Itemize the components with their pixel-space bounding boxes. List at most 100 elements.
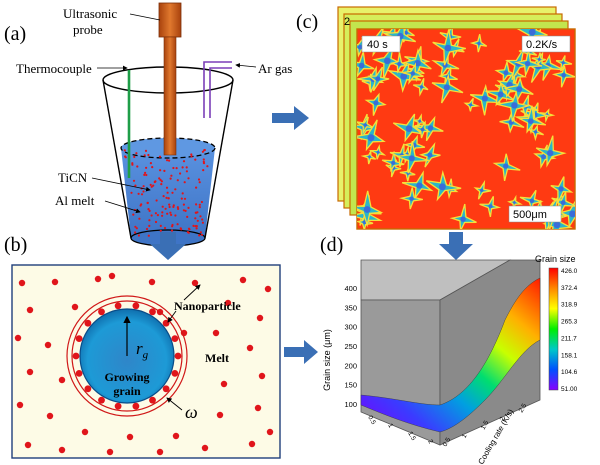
ticn-particle <box>198 203 201 206</box>
dendrite <box>551 65 575 88</box>
y-tick-label: 2 <box>499 416 507 423</box>
ticn-particle <box>139 204 142 207</box>
ticn-particle <box>187 206 190 209</box>
ticn-particle <box>165 196 168 199</box>
boundary-outer-ring <box>66 295 188 417</box>
ticn-particle <box>137 192 140 195</box>
dendrite <box>386 59 422 93</box>
panel-d-letter: (d) <box>320 234 343 256</box>
dendrite <box>390 52 409 74</box>
ticn-particle <box>163 169 166 172</box>
z-tick-label: 350 <box>344 303 357 312</box>
z-tick-label: 100 <box>344 400 357 409</box>
nanoparticle <box>106 448 114 456</box>
nanoparticle <box>16 401 24 409</box>
nanoparticle-pointer-up <box>183 284 201 301</box>
ticn-particle <box>149 162 152 165</box>
dendrite <box>392 113 423 143</box>
panel-c-letter: (c) <box>296 11 318 33</box>
dendrite <box>372 44 403 80</box>
ticn-particle <box>176 179 179 182</box>
label-ticn: TiCN <box>58 170 88 185</box>
colorbar-tick-label: 372.4 <box>561 285 578 292</box>
nanoparticle <box>126 433 134 441</box>
z-tick-label: 250 <box>344 342 357 351</box>
panel-b-letter: (b) <box>4 234 27 256</box>
time-label-box <box>361 35 401 53</box>
nanoparticle <box>18 279 26 287</box>
dendrite <box>413 113 426 129</box>
ticn-particle <box>160 180 163 183</box>
crucible-right-wall <box>204 79 234 239</box>
ticn-particle <box>182 203 185 206</box>
y-tick-label: 1 <box>461 433 469 440</box>
ticn-particle <box>181 192 184 195</box>
boundary-nanoparticle <box>75 370 83 377</box>
nanoparticle-pointer-down <box>167 310 177 323</box>
flow-arrows <box>150 106 473 364</box>
y-tick-label: 1.5 <box>480 419 491 431</box>
dendrite <box>514 49 543 78</box>
ticn-particle <box>166 212 169 215</box>
nanoparticle <box>148 278 156 286</box>
ticn-particle <box>179 227 182 230</box>
arrow-c-to-d <box>439 232 473 260</box>
ticn-particle <box>201 218 204 221</box>
crucible-left-wall <box>102 79 132 239</box>
y-tick-label: 2.5 <box>518 402 529 414</box>
x-tick-label: 1 <box>386 423 394 430</box>
ticn-particle <box>182 209 185 212</box>
ticn-particle <box>184 209 187 212</box>
scale-label: 500μm <box>513 209 547 221</box>
dendrite <box>357 190 384 228</box>
dendrite <box>492 153 521 182</box>
ticn-particle <box>203 149 206 152</box>
ticn-particle <box>174 214 177 217</box>
label-grain: grain <box>113 384 141 398</box>
dendrite <box>368 144 387 160</box>
ticn-particle <box>179 172 182 175</box>
dendrite <box>531 52 546 67</box>
dendrite <box>402 62 424 85</box>
boundary-nanoparticle <box>98 396 105 404</box>
label-al-melt: Al melt <box>55 193 95 208</box>
colorbar <box>548 267 559 391</box>
dendrite <box>360 150 377 165</box>
grain-radius-symbol: rg <box>136 339 149 361</box>
ticn-particle <box>140 193 144 196</box>
ticn-particle <box>144 171 147 174</box>
nanoparticle <box>212 329 220 337</box>
ticn-particle <box>194 217 197 220</box>
nanoparticle <box>239 276 247 284</box>
ticn-particle <box>194 158 197 161</box>
nanoparticle <box>94 275 102 283</box>
z-tick-label: 400 <box>344 284 357 293</box>
ticn-particle <box>142 190 145 193</box>
ticn-particle <box>190 155 193 158</box>
ticn-particle <box>147 208 150 211</box>
ticn-particle <box>202 169 205 172</box>
ticn-particle <box>158 155 162 158</box>
ticn-particle <box>132 213 135 216</box>
ticn-particle <box>175 167 178 170</box>
label-melt: Melt <box>205 351 229 365</box>
y-tick-label: 0.5 <box>442 436 453 448</box>
nanoparticle <box>191 279 199 287</box>
ticn-particle <box>165 186 169 189</box>
boundary-nanoparticle <box>132 302 140 310</box>
dendrite <box>485 80 515 107</box>
ticn-particle <box>181 166 184 169</box>
nanoparticle <box>24 441 32 449</box>
colorbar-tick-label: 318.9 <box>561 302 578 309</box>
dendrite <box>431 73 464 104</box>
ticn-particle <box>150 185 153 188</box>
frame-back-digit: 2 <box>344 16 350 28</box>
x-tick-label: 0.5 <box>366 415 377 427</box>
ticn-particle <box>185 170 188 173</box>
dendrite <box>432 29 466 66</box>
boundary-nanoparticle <box>98 308 105 316</box>
dendrite <box>463 97 481 112</box>
